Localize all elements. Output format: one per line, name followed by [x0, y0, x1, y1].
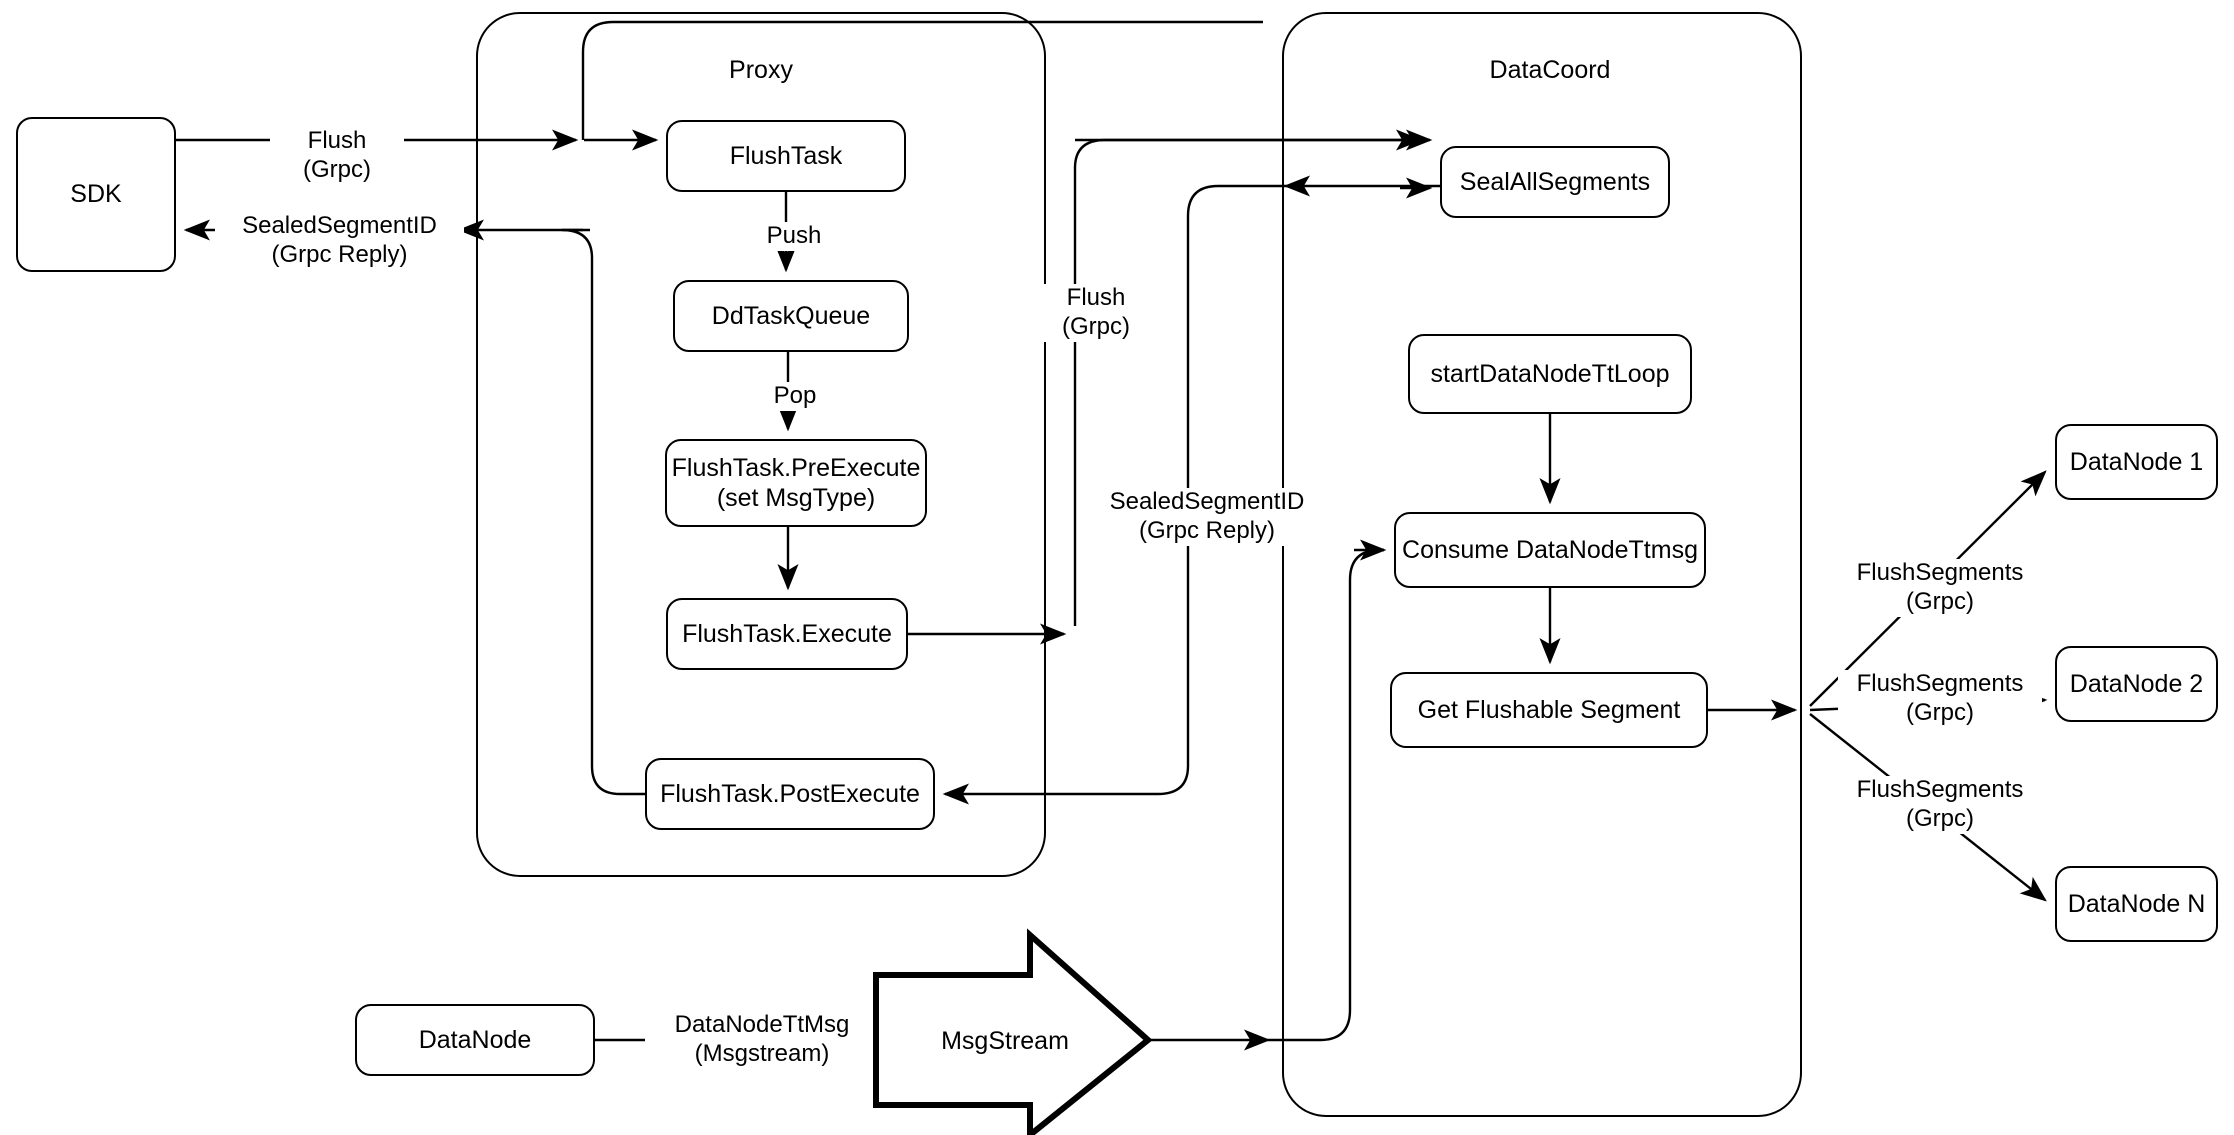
- node-datanode-source[interactable]: DataNode: [355, 1004, 595, 1076]
- edge-label-flush-grpc: Flush (Grpc): [270, 127, 404, 185]
- node-dd-task-queue[interactable]: DdTaskQueue: [673, 280, 909, 352]
- container-proxy-title: Proxy: [729, 56, 793, 84]
- edge-label-flush-segments-2: FlushSegments (Grpc): [1838, 670, 2042, 728]
- node-get-flushable-segment[interactable]: Get Flushable Segment: [1390, 672, 1708, 748]
- node-consume-datanode-ttmsg[interactable]: Consume DataNodeTtmsg: [1394, 512, 1706, 588]
- node-msgstream-label: MsgStream: [941, 1027, 1069, 1055]
- edge-label-push: Push: [742, 222, 846, 251]
- node-datanode-2[interactable]: DataNode 2: [2055, 646, 2218, 722]
- node-flush-task-preexecute[interactable]: FlushTask.PreExecute (set MsgType): [665, 439, 927, 527]
- node-sdk[interactable]: SDK: [16, 117, 176, 272]
- edge-label-sealed-segment-id-reply: SealedSegmentID (Grpc Reply): [215, 212, 464, 270]
- arrow-flush-riser-top: [581, 20, 1263, 140]
- node-datanode-n[interactable]: DataNode N: [2055, 866, 2218, 942]
- arrow-sealed-down-path: [561, 228, 645, 796]
- edge-label-datanode-ttmsg: DataNodeTtMsg (Msgstream): [645, 1011, 879, 1069]
- edge-label-flush-segments-3: FlushSegments (Grpc): [1838, 776, 2042, 834]
- node-flush-task-postexecute[interactable]: FlushTask.PostExecute: [645, 758, 935, 830]
- node-flush-task[interactable]: FlushTask: [666, 120, 906, 192]
- node-seal-all-segments[interactable]: SealAllSegments: [1440, 146, 1670, 218]
- node-flush-task-execute[interactable]: FlushTask.Execute: [666, 598, 908, 670]
- node-datanode-1[interactable]: DataNode 1: [2055, 424, 2218, 500]
- container-proxy: [476, 12, 1046, 877]
- container-datacoord: [1282, 12, 1802, 1117]
- node-start-datanode-tt-loop[interactable]: startDataNodeTtLoop: [1408, 334, 1692, 414]
- edge-label-flush-segments-1: FlushSegments (Grpc): [1838, 559, 2042, 617]
- msgstream-block-arrow: [873, 928, 1153, 1135]
- edge-label-flush-grpc-2: Flush (Grpc): [1034, 284, 1158, 342]
- edge-label-sealed-segment-id-reply-2: SealedSegmentID (Grpc Reply): [1080, 488, 1334, 546]
- container-datacoord-title: DataCoord: [1489, 56, 1611, 84]
